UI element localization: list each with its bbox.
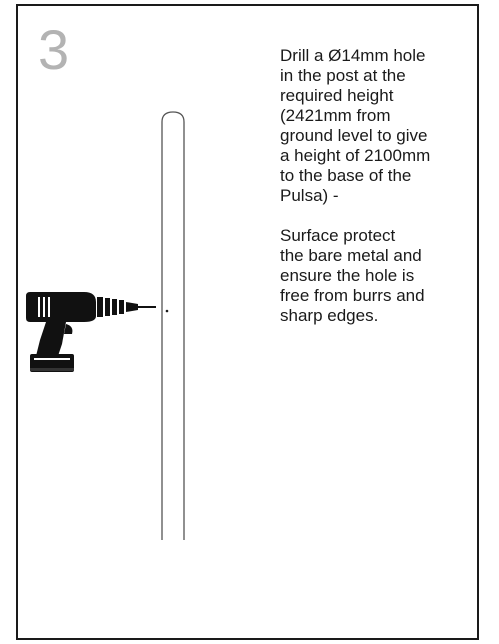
instruction-paragraph-drill: Drill a Ø14mm hole in the post at the re… bbox=[280, 46, 431, 205]
drill-hole-mark bbox=[165, 309, 169, 313]
step-number: 3 bbox=[38, 18, 70, 81]
post-illustration bbox=[161, 111, 185, 540]
instruction-paragraph-protect: Surface protect the bare metal and ensur… bbox=[280, 226, 425, 325]
instruction-panel: 3 Drill a Ø14mm hole in the post at the … bbox=[16, 4, 479, 640]
cordless-drill-icon bbox=[26, 292, 156, 372]
instruction-text: Drill a Ø14mm hole in the post at the re… bbox=[280, 46, 480, 326]
